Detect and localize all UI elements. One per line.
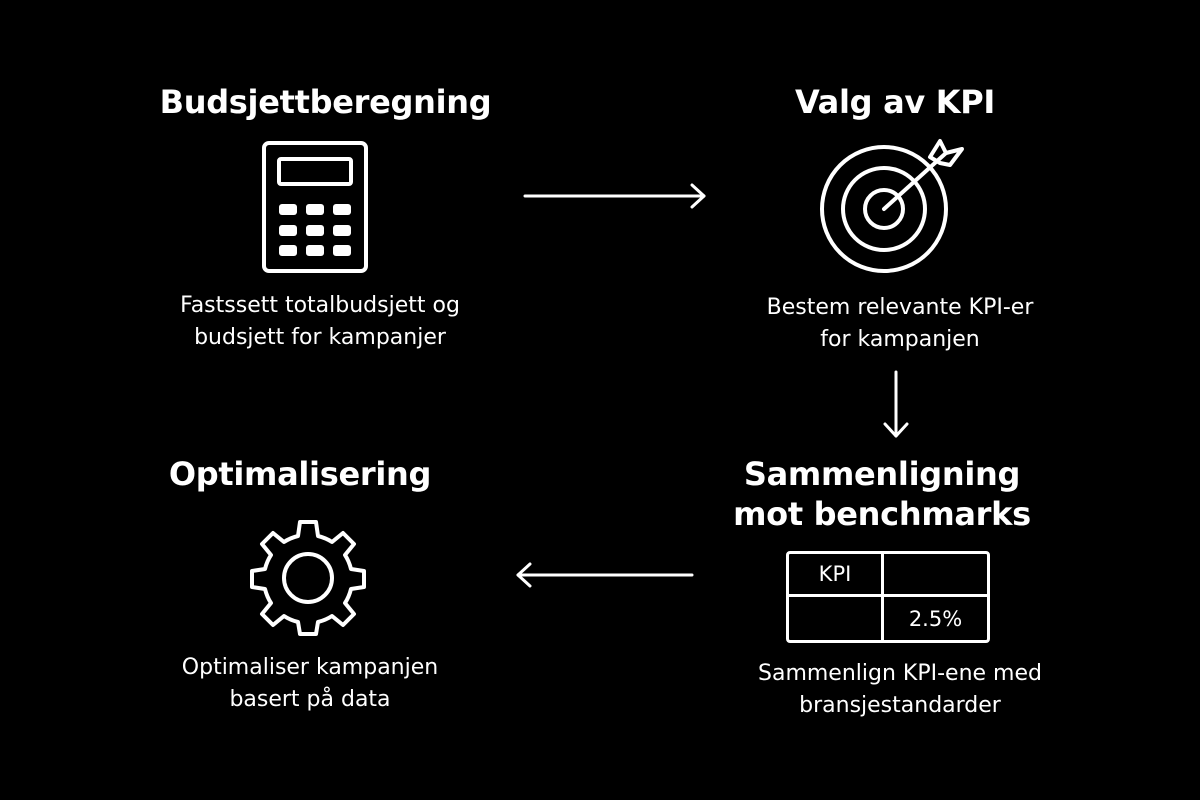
step-budget-desc-line2: budsjett for kampanjer — [194, 325, 446, 350]
step-benchmark-title-line2: mot benchmarks — [733, 495, 1031, 533]
step-optimize-title: Optimalisering — [168, 455, 432, 493]
calculator-icon — [262, 141, 368, 273]
step-budget-desc: Fastssett totalbudsjett og budsjett for … — [140, 290, 500, 354]
arrow-left-icon — [516, 562, 694, 588]
kpi-table-icon: KPI 2.5% — [786, 551, 990, 643]
kpi-table-cell: 2.5% — [908, 606, 963, 631]
step-benchmark-desc-line2: bransjestandarder — [799, 693, 1001, 718]
target-arrow-icon — [820, 139, 964, 273]
step-optimize-desc: Optimaliser kampanjen basert på data — [130, 652, 490, 716]
step-kpi-title: Valg av KPI — [794, 83, 996, 121]
step-budget-desc-line1: Fastssett totalbudsjett og — [180, 293, 460, 318]
kpi-table-cell: KPI — [789, 554, 884, 597]
step-benchmark-title: Sammenligning mot benchmarks — [720, 454, 1044, 534]
step-kpi-desc-line1: Bestem relevante KPI-er — [766, 295, 1034, 320]
kpi-table-cell — [884, 554, 987, 597]
step-optimize-desc-line2: basert på data — [229, 687, 391, 712]
step-budget-title: Budsjettberegning — [159, 83, 492, 121]
step-benchmark-desc-line1: Sammenlign KPI-ene med — [758, 661, 1042, 686]
step-kpi-desc: Bestem relevante KPI-er for kampanjen — [720, 292, 1080, 356]
arrow-right-icon — [523, 183, 706, 209]
step-benchmark-desc: Sammenlign KPI-ene med bransjestandarder — [720, 658, 1080, 722]
step-benchmark-title-line1: Sammenligning — [743, 455, 1021, 493]
gear-icon — [250, 520, 366, 636]
step-kpi-desc-line2: for kampanjen — [820, 327, 980, 352]
arrow-down-icon — [883, 370, 909, 438]
kpi-table-cell — [789, 597, 884, 640]
step-optimize-desc-line1: Optimaliser kampanjen — [181, 655, 439, 680]
